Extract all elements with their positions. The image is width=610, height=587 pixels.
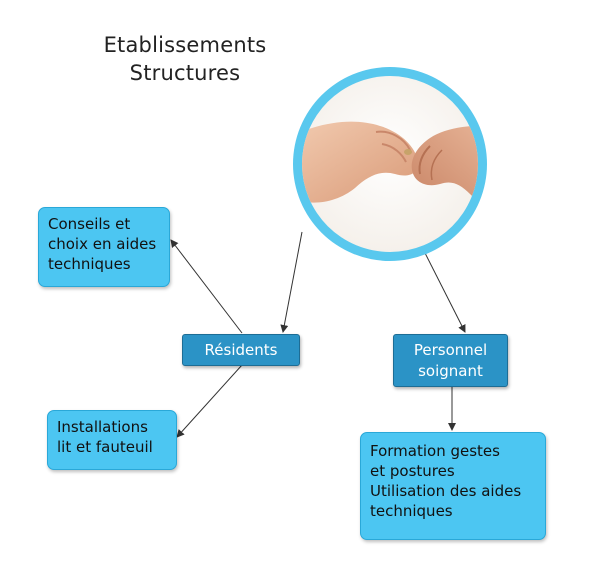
- node-installations-line-1: Installations: [57, 418, 148, 436]
- node-formation-line-1: Formation gestes: [370, 442, 500, 460]
- arrow-circle-to-personnel: [424, 252, 466, 333]
- node-conseils-line-3: techniques: [48, 255, 131, 273]
- title-line-1: Etablissements: [103, 33, 267, 57]
- node-installations-line-2: lit et fauteuil: [57, 438, 153, 456]
- title-line-2: Structures: [129, 61, 241, 85]
- node-personnel-line-2: soignant: [418, 362, 483, 380]
- arrow-residents-to-conseils: [170, 239, 243, 334]
- node-personnel-line-1: Personnel: [413, 341, 488, 359]
- node-conseils-line-1: Conseils et: [48, 215, 131, 233]
- node-conseils: Conseils et choix en aides techniques: [38, 207, 170, 287]
- arrow-circle-to-residents: [280, 231, 303, 333]
- node-installations: Installations lit et fauteuil: [47, 410, 177, 470]
- arrow-residents-to-installations: [176, 364, 243, 438]
- node-formation-line-2: et postures: [370, 462, 455, 480]
- node-formation-line-3: Utilisation des aides: [370, 482, 522, 500]
- node-residents-label: Résidents: [204, 341, 278, 359]
- node-residents: Résidents: [182, 334, 300, 366]
- node-conseils-line-2: choix en aides: [48, 235, 157, 253]
- diagram-title: Etablissements Structures: [85, 31, 285, 87]
- node-personnel: Personnel soignant: [393, 334, 508, 387]
- holding-hands-photo: [293, 67, 487, 261]
- node-formation: Formation gestes et postures Utilisation…: [360, 432, 546, 540]
- node-formation-line-4: techniques: [370, 502, 453, 520]
